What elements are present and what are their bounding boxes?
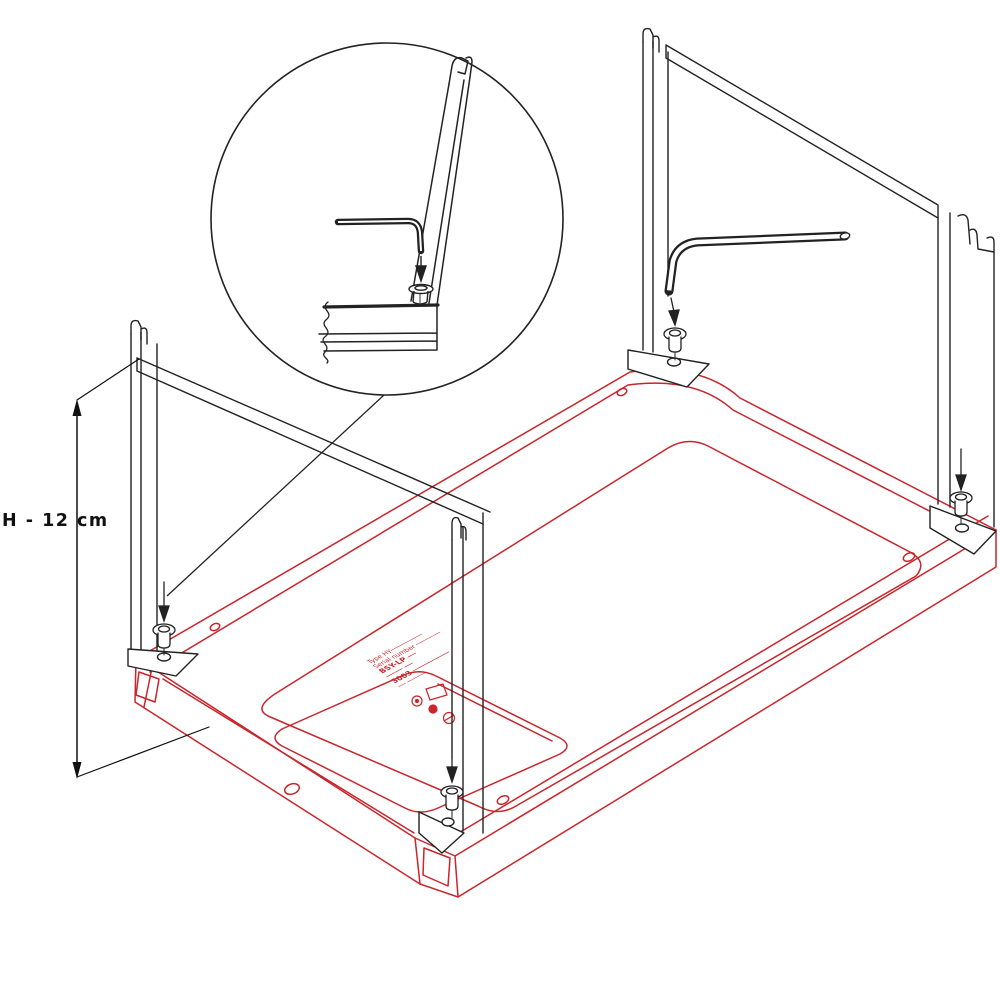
inset-screw — [408, 256, 434, 305]
frame-left-foot-right — [418, 811, 465, 854]
tray-outer-silhouette — [134, 369, 997, 898]
screw-left — [152, 581, 176, 656]
support-frame-rear — [627, 27, 997, 555]
tray-hole — [902, 551, 916, 563]
inset-leg-top-notch — [448, 56, 473, 85]
frame-rear-leg-right — [937, 205, 995, 528]
screw-rear-right — [949, 448, 973, 525]
detail-inset — [210, 42, 564, 396]
frame-rear-foot-left — [627, 349, 710, 388]
frame-left-foot-left — [127, 648, 199, 677]
screw-rear-left — [663, 297, 687, 361]
foot-hole — [441, 817, 455, 827]
inset-base-edge — [322, 303, 440, 309]
foot-hole — [666, 357, 682, 367]
tray-hole-floor — [283, 782, 301, 796]
frame-leg-top-notch — [130, 319, 148, 345]
tray-handle-cutout-left — [135, 671, 160, 703]
tray-hole — [209, 622, 221, 632]
frame-left-leg-right — [451, 512, 484, 834]
dimension-annotation: H - 12 cm — [2, 358, 210, 779]
frame-leg-top-notch — [957, 213, 995, 253]
tray-rim-top-edges — [135, 529, 997, 857]
frame-leg-top-notch — [642, 27, 660, 53]
label-symbol — [414, 698, 420, 704]
label-logo-box — [425, 683, 448, 701]
label-symbol — [442, 711, 456, 725]
tray-floor-outline — [261, 440, 922, 813]
label-symbol — [411, 695, 423, 707]
screws — [152, 297, 973, 819]
dimension-arrow-down — [72, 762, 82, 779]
label-symbol — [428, 704, 438, 714]
dimension-arrow-up — [72, 399, 82, 416]
dimension-label: H - 12 cm — [2, 511, 109, 531]
tray-hole — [496, 794, 510, 806]
hex-key-tip — [839, 232, 851, 240]
tray-recess-inner-line — [437, 683, 553, 742]
tray-handle-cutout-front — [422, 847, 451, 887]
screw-front — [440, 757, 464, 819]
inset-frame-leg — [410, 76, 471, 306]
inset-break-line — [322, 301, 330, 364]
tray-recess — [274, 671, 568, 813]
base-tray — [134, 369, 997, 898]
support-frame-left — [127, 319, 491, 854]
detail-leader-line — [166, 394, 385, 597]
tray-rim-inner-edges — [149, 382, 981, 673]
frame-leg-top-notch — [451, 516, 467, 541]
dimension-extension-bottom — [76, 726, 210, 778]
foot-hole — [954, 523, 970, 533]
tray-hole — [616, 387, 628, 397]
dimension-extension-top — [76, 358, 140, 401]
frame-left-leg-left — [130, 331, 158, 652]
frame-rear-rail — [665, 44, 939, 219]
frame-rear-leg-left — [642, 40, 669, 353]
hex-key — [664, 231, 851, 296]
